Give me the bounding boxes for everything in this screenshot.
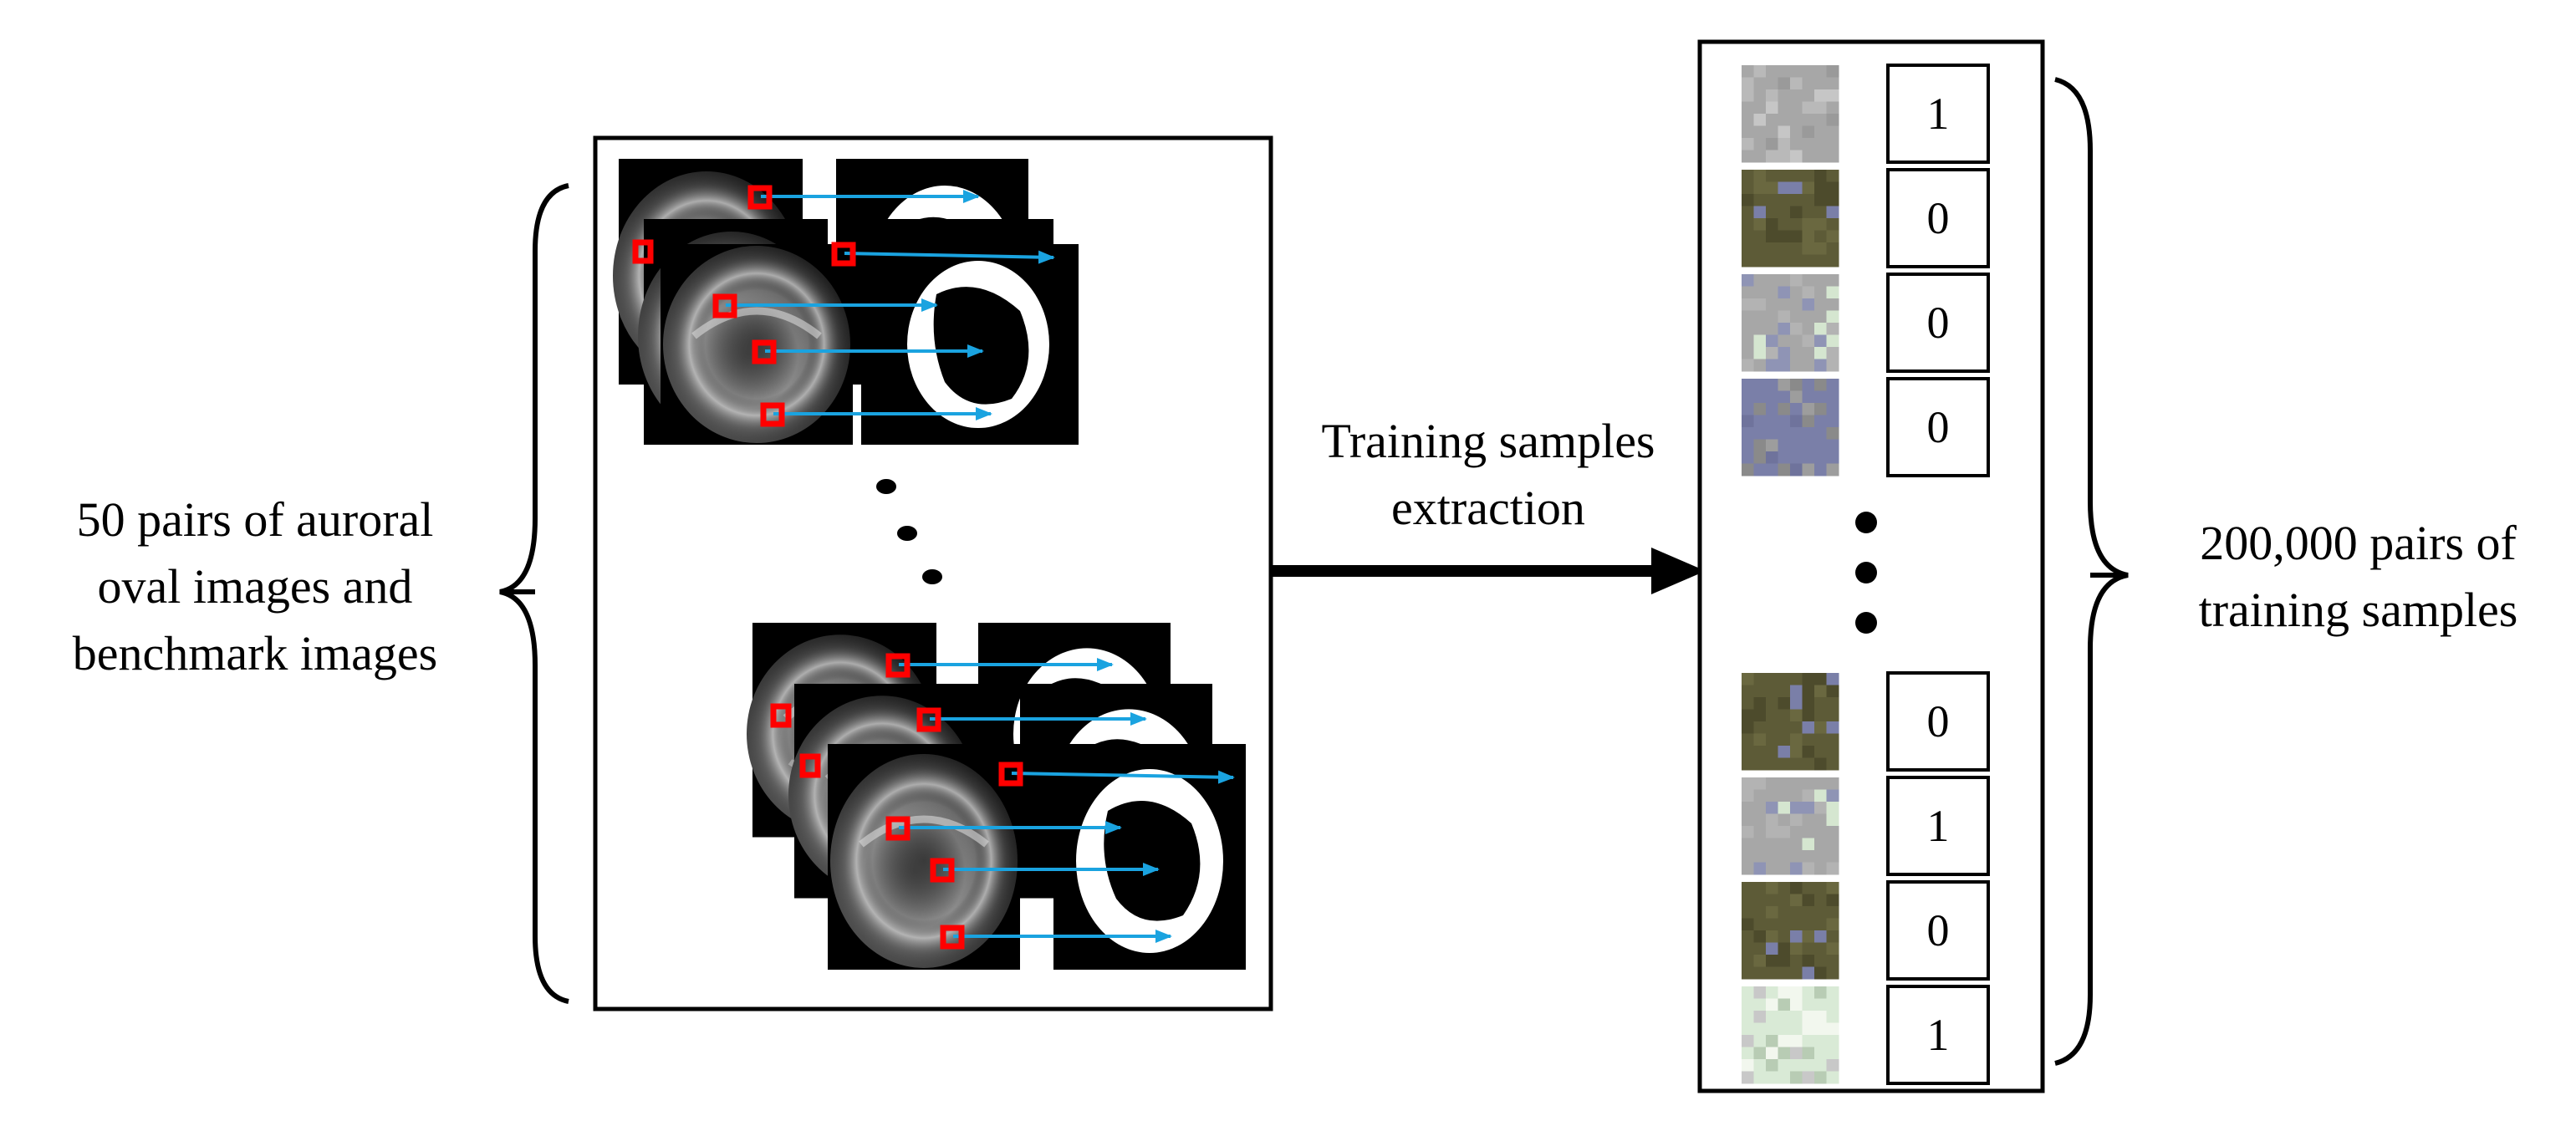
input-description-line: 50 pairs of auroral: [76, 492, 434, 547]
sample-label-box: [1886, 671, 1990, 772]
sample-patch: [1742, 65, 1839, 163]
sample-label-value: 0: [1926, 298, 1950, 348]
ellipsis-dot: [876, 479, 896, 494]
sample-patch: [1742, 673, 1839, 771]
ellipsis-dot: [1855, 512, 1877, 533]
sample-label-box: [1886, 273, 1990, 373]
input-description-line: oval images and: [97, 559, 413, 614]
sample-label-box: [1886, 377, 1990, 477]
extraction-label-line: extraction: [1391, 481, 1585, 535]
top-marker-squares: [632, 185, 856, 427]
sample-patch: [1742, 170, 1839, 268]
sample-label-value: 0: [1926, 696, 1950, 746]
bottom-sampling-markers: [899, 658, 1235, 943]
sample-label-value: 0: [1926, 193, 1950, 243]
sample-label-box: [1886, 776, 1990, 876]
output-description-label: 200,000 pairs of training samples: [2140, 510, 2576, 644]
right-brace: [2054, 77, 2129, 1066]
sample-label-box: [1886, 880, 1990, 981]
sample-label-value: 1: [1926, 89, 1950, 139]
sample-patch: [1742, 882, 1839, 980]
ellipsis-dot: [1855, 612, 1877, 634]
sample-label-box: [1886, 168, 1990, 268]
sample-label-value: 1: [1926, 1010, 1950, 1060]
sample-patch: [1742, 777, 1839, 875]
sample-label-box: [1886, 985, 1990, 1085]
top-sampling-markers: [726, 190, 1055, 420]
input-description-line: benchmark images: [72, 626, 438, 680]
label-boxes: [1886, 64, 1990, 1085]
sample-patches: [1742, 65, 1839, 1084]
sample-patch: [1742, 379, 1839, 476]
input-description-label: 50 pairs of auroral oval images and benc…: [0, 487, 510, 687]
bottom-marker-squares: [770, 653, 1023, 950]
output-description-line: 200,000 pairs of: [2200, 516, 2517, 570]
output-description-line: training samples: [2198, 583, 2518, 637]
extraction-arrow: [1271, 548, 1706, 594]
sample-label-value: 0: [1926, 905, 1950, 955]
sample-label-value: 1: [1926, 801, 1950, 851]
bottom-image-stack: [747, 623, 1246, 970]
sample-patch: [1742, 986, 1839, 1084]
sample-patch: [1742, 274, 1839, 372]
sample-label-box: [1886, 64, 1990, 164]
ellipsis-dot: [897, 526, 917, 541]
top-image-stack: [613, 159, 1079, 445]
extraction-label-line: Training samples: [1321, 414, 1655, 468]
ellipsis-dot: [1855, 562, 1877, 583]
sample-label-value: 0: [1926, 402, 1950, 452]
ellipsis-dot: [922, 569, 942, 584]
extraction-label: Training samples extraction: [1271, 408, 1706, 542]
